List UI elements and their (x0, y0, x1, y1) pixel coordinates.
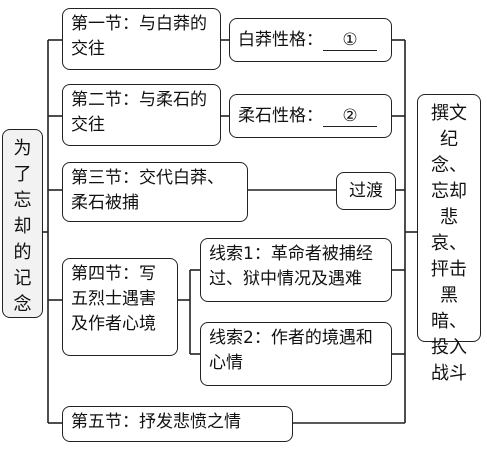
section-2-label: 第二节：与柔石的交往 (71, 90, 207, 135)
clue-1-box: 线索1：革命者被捕经过、狱中情况及遇难 (200, 238, 392, 302)
section-4-label: 第四节：写五烈士遇害及作者心境 (71, 264, 156, 334)
clue-2-box: 线索2：作者的境遇和心情 (200, 322, 392, 386)
summary-label: 撰文纪念、忘却悲哀、抨击黑暗、投入战斗 (431, 103, 467, 384)
clue-2-label: 线索2：作者的境遇和心情 (209, 328, 373, 373)
transition-label: 过渡 (349, 180, 383, 201)
roushi-character-box: 柔石性格： ② (229, 94, 392, 138)
section-5-label: 第五节：抒发悲愤之情 (71, 412, 241, 432)
roushi-character-label: 柔石性格： (238, 105, 323, 126)
answer-blank-1[interactable]: ① (323, 30, 377, 51)
root-title: 为了忘却的记念 (2, 129, 43, 318)
section-1-label: 第一节：与白莽的交往 (71, 14, 207, 59)
section-4: 第四节：写五烈士遇害及作者心境 (62, 258, 178, 356)
transition-box: 过渡 (336, 172, 396, 210)
baimang-character-box: 白莽性格： ① (229, 18, 392, 62)
summary-box: 撰文纪念、忘却悲哀、抨击黑暗、投入战斗 (417, 94, 481, 384)
baimang-character-label: 白莽性格： (238, 29, 323, 50)
section-5: 第五节：抒发悲愤之情 (62, 406, 293, 442)
section-2: 第二节：与柔石的交往 (62, 84, 221, 146)
section-3: 第三节：交代白莽、柔石被捕 (62, 162, 248, 222)
clue-1-label: 线索1：革命者被捕经过、狱中情况及遇难 (209, 244, 373, 289)
section-3-label: 第三节：交代白莽、柔石被捕 (71, 168, 224, 213)
section-1: 第一节：与白莽的交往 (62, 8, 221, 70)
answer-blank-2[interactable]: ② (323, 106, 377, 127)
root-label: 为了忘却的记念 (13, 138, 32, 315)
